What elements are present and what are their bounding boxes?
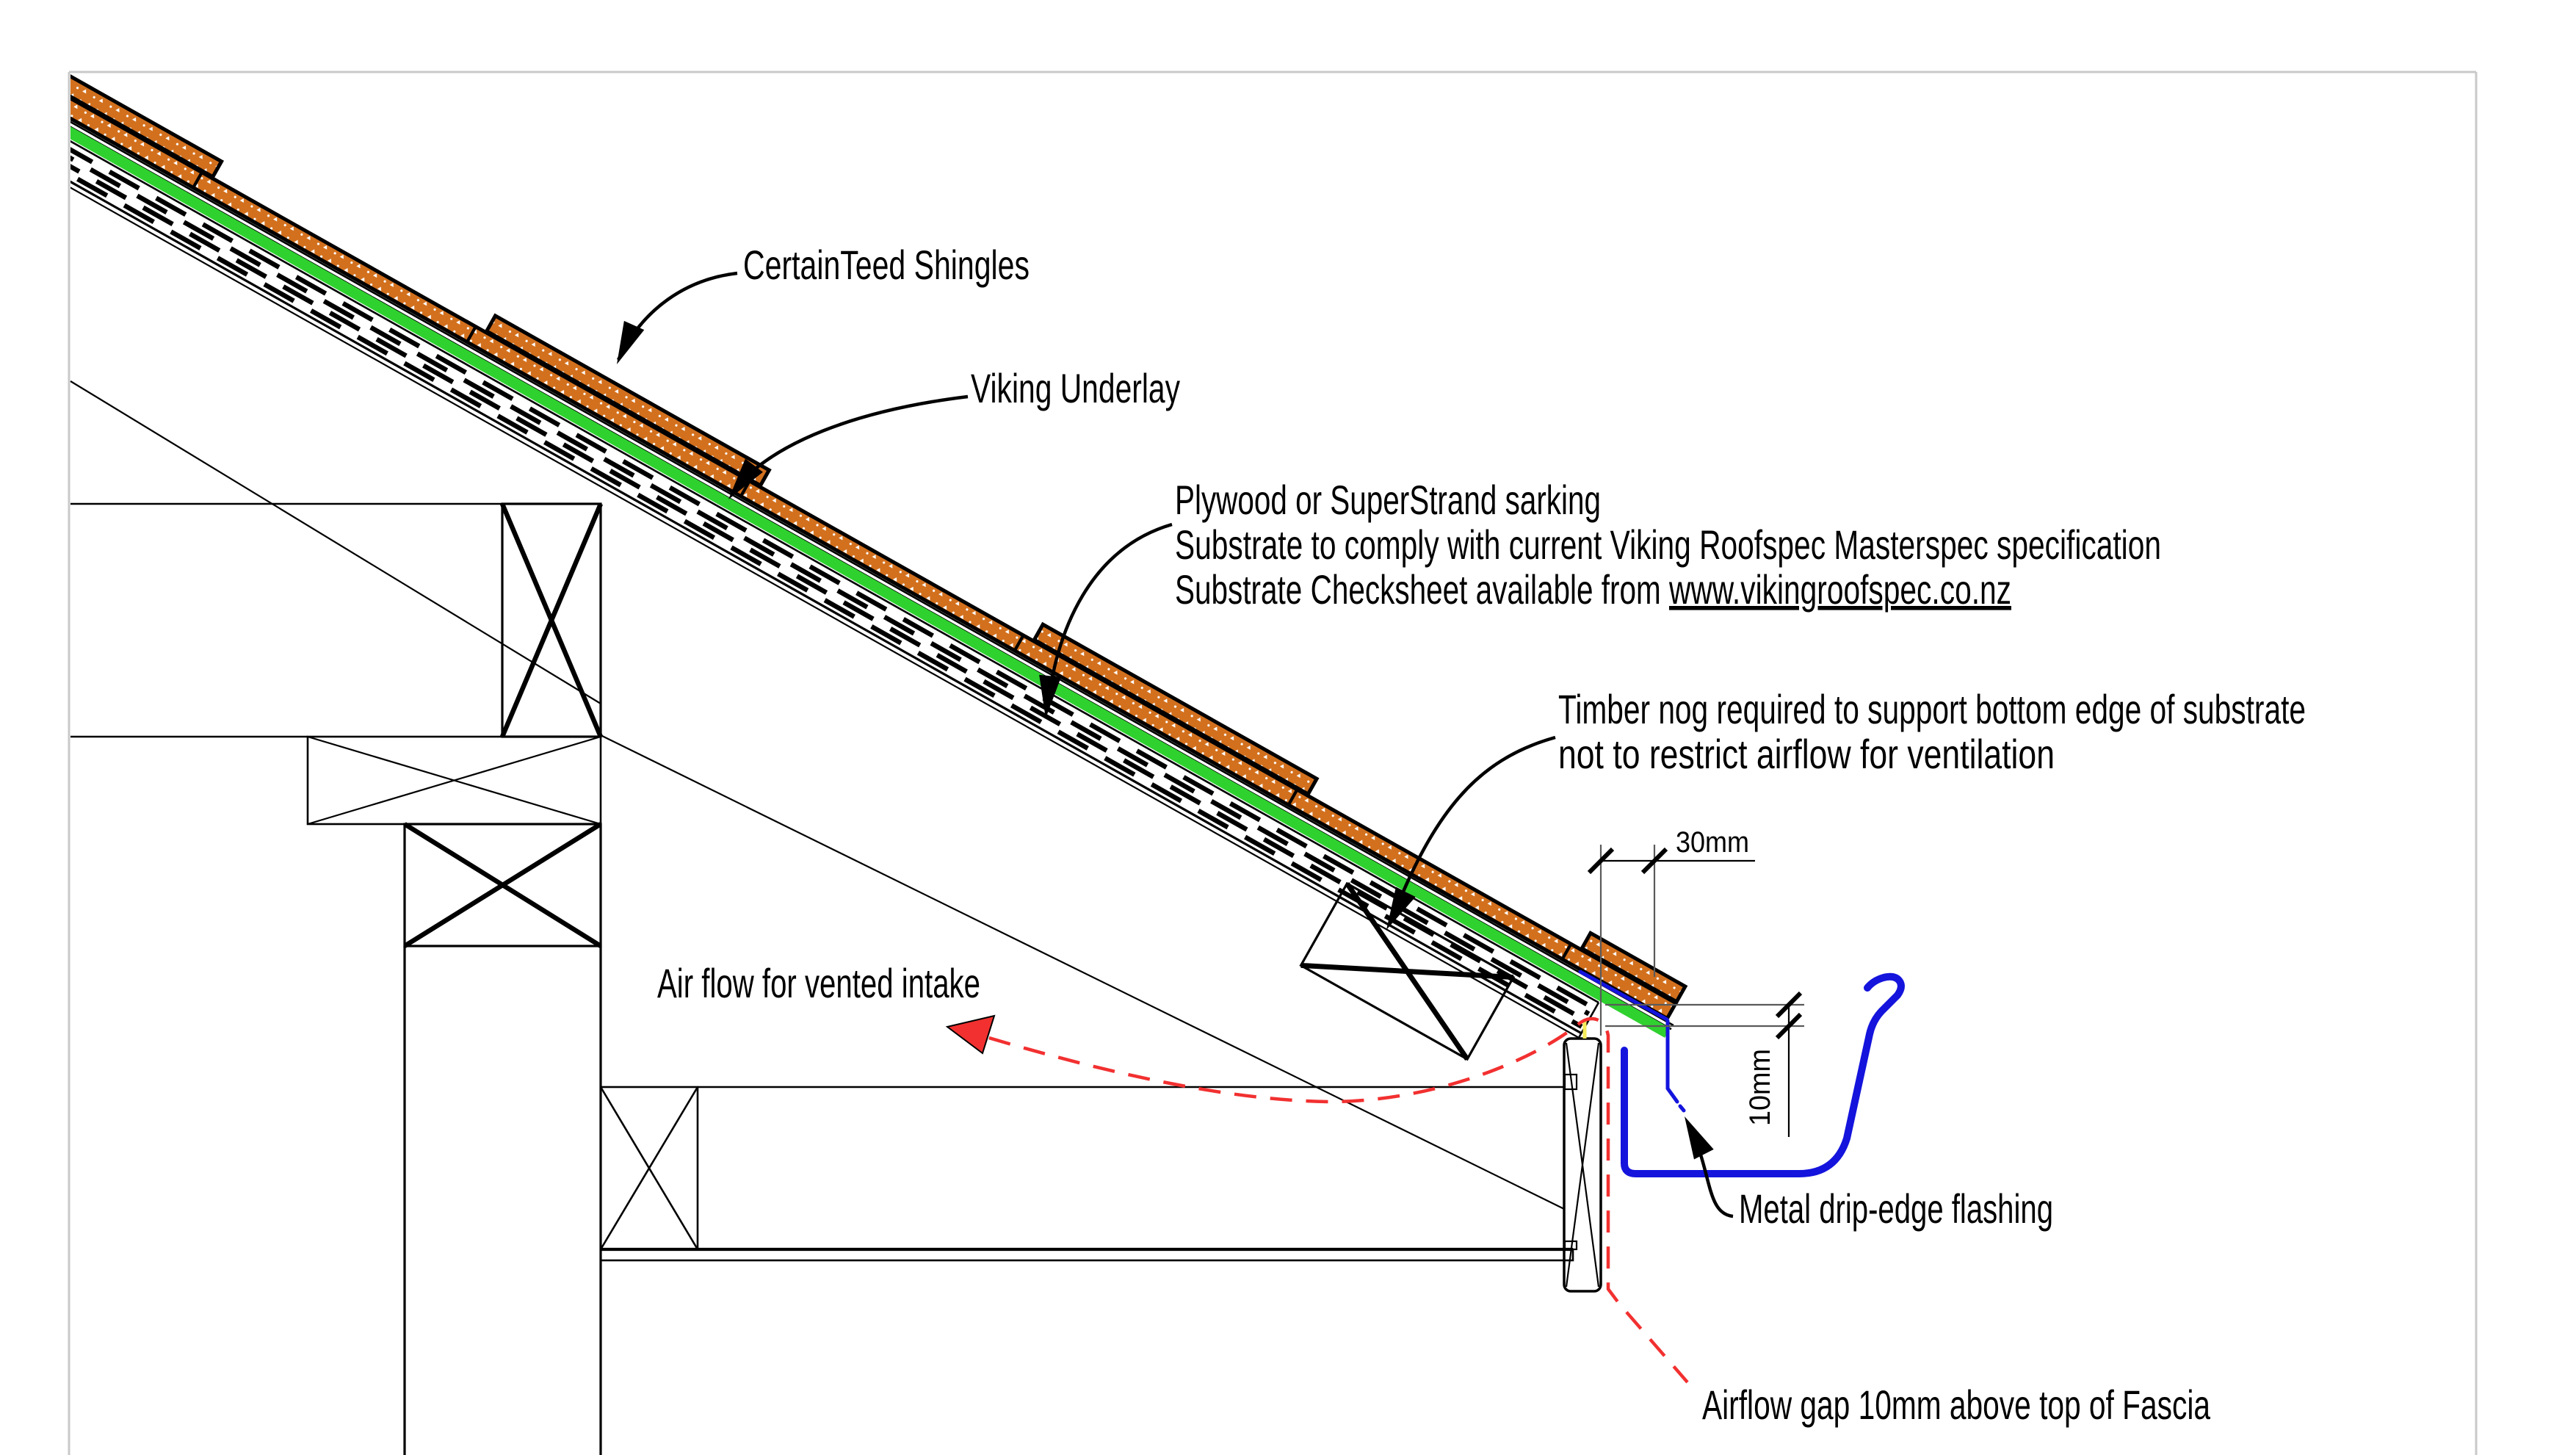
label-airflow-gap: Airflow gap 10mm above top of Fascia — [1702, 1382, 2211, 1428]
leader-nog — [1390, 735, 1556, 919]
label-sarking-url: www.vikingroofspec.co.nz — [1668, 566, 2011, 613]
leader-shingles — [616, 271, 738, 361]
label-nog-line2: not to restrict airflow for ventilation — [1558, 731, 2055, 777]
label-sarking-line1: Plywood or SuperStrand sarking — [1175, 477, 1601, 523]
dim-10mm-text: 10mm — [1744, 1049, 1776, 1126]
gutter-profile — [1621, 972, 1905, 1177]
label-nog-line1: Timber nog required to support bottom ed… — [1558, 686, 2306, 732]
fascia-board — [1563, 1037, 1602, 1293]
soffit-lining-board — [599, 1240, 1578, 1262]
soffit-blocking — [599, 1086, 699, 1251]
dim-30mm: 30mm — [1587, 826, 1755, 1036]
dim-30mm-text: 30mm — [1676, 826, 1749, 859]
label-sarking-line2: Substrate to comply with current Viking … — [1175, 521, 2161, 568]
label-airflow-intake: Air flow for vented intake — [657, 960, 980, 1006]
label-drip-edge: Metal drip-edge flashing — [1739, 1185, 2053, 1232]
sarking-panel — [70, 112, 1600, 1039]
drip-edge-flashing — [1578, 970, 1686, 1113]
airflow-arrow — [945, 1014, 996, 1055]
timber-nog — [1299, 881, 1516, 1061]
rafter-line-upper — [70, 380, 601, 704]
sarking-hatch — [70, 117, 1594, 1029]
rafter-seat-block — [500, 502, 603, 738]
label-underlay: Viking Underlay — [971, 365, 1180, 411]
airflow-path — [945, 1014, 1689, 1384]
page-border — [68, 71, 2478, 1455]
wall-ribbon-plate — [306, 735, 602, 826]
underlay-green-line — [70, 101, 1671, 1038]
shingle-course-inner — [70, 76, 1679, 1022]
wall-top-plate — [403, 822, 602, 948]
label-sarking-line3: Substrate Checksheet available from www.… — [1175, 566, 2011, 613]
roof-assembly — [70, 73, 1688, 1061]
soffit — [599, 1073, 1578, 1262]
rafter-line-lower — [600, 734, 1565, 1210]
label-sarking-line3-prefix: Substrate Checksheet available from — [1175, 566, 1669, 613]
shingle-course-outer — [70, 73, 1688, 1005]
dim-10mm: 10mm — [1605, 991, 1804, 1137]
leader-underlay — [730, 394, 969, 495]
label-shingles: CertainTeed Shingles — [743, 242, 1030, 288]
labels: CertainTeed Shingles Viking Underlay Ply… — [657, 242, 2306, 1428]
